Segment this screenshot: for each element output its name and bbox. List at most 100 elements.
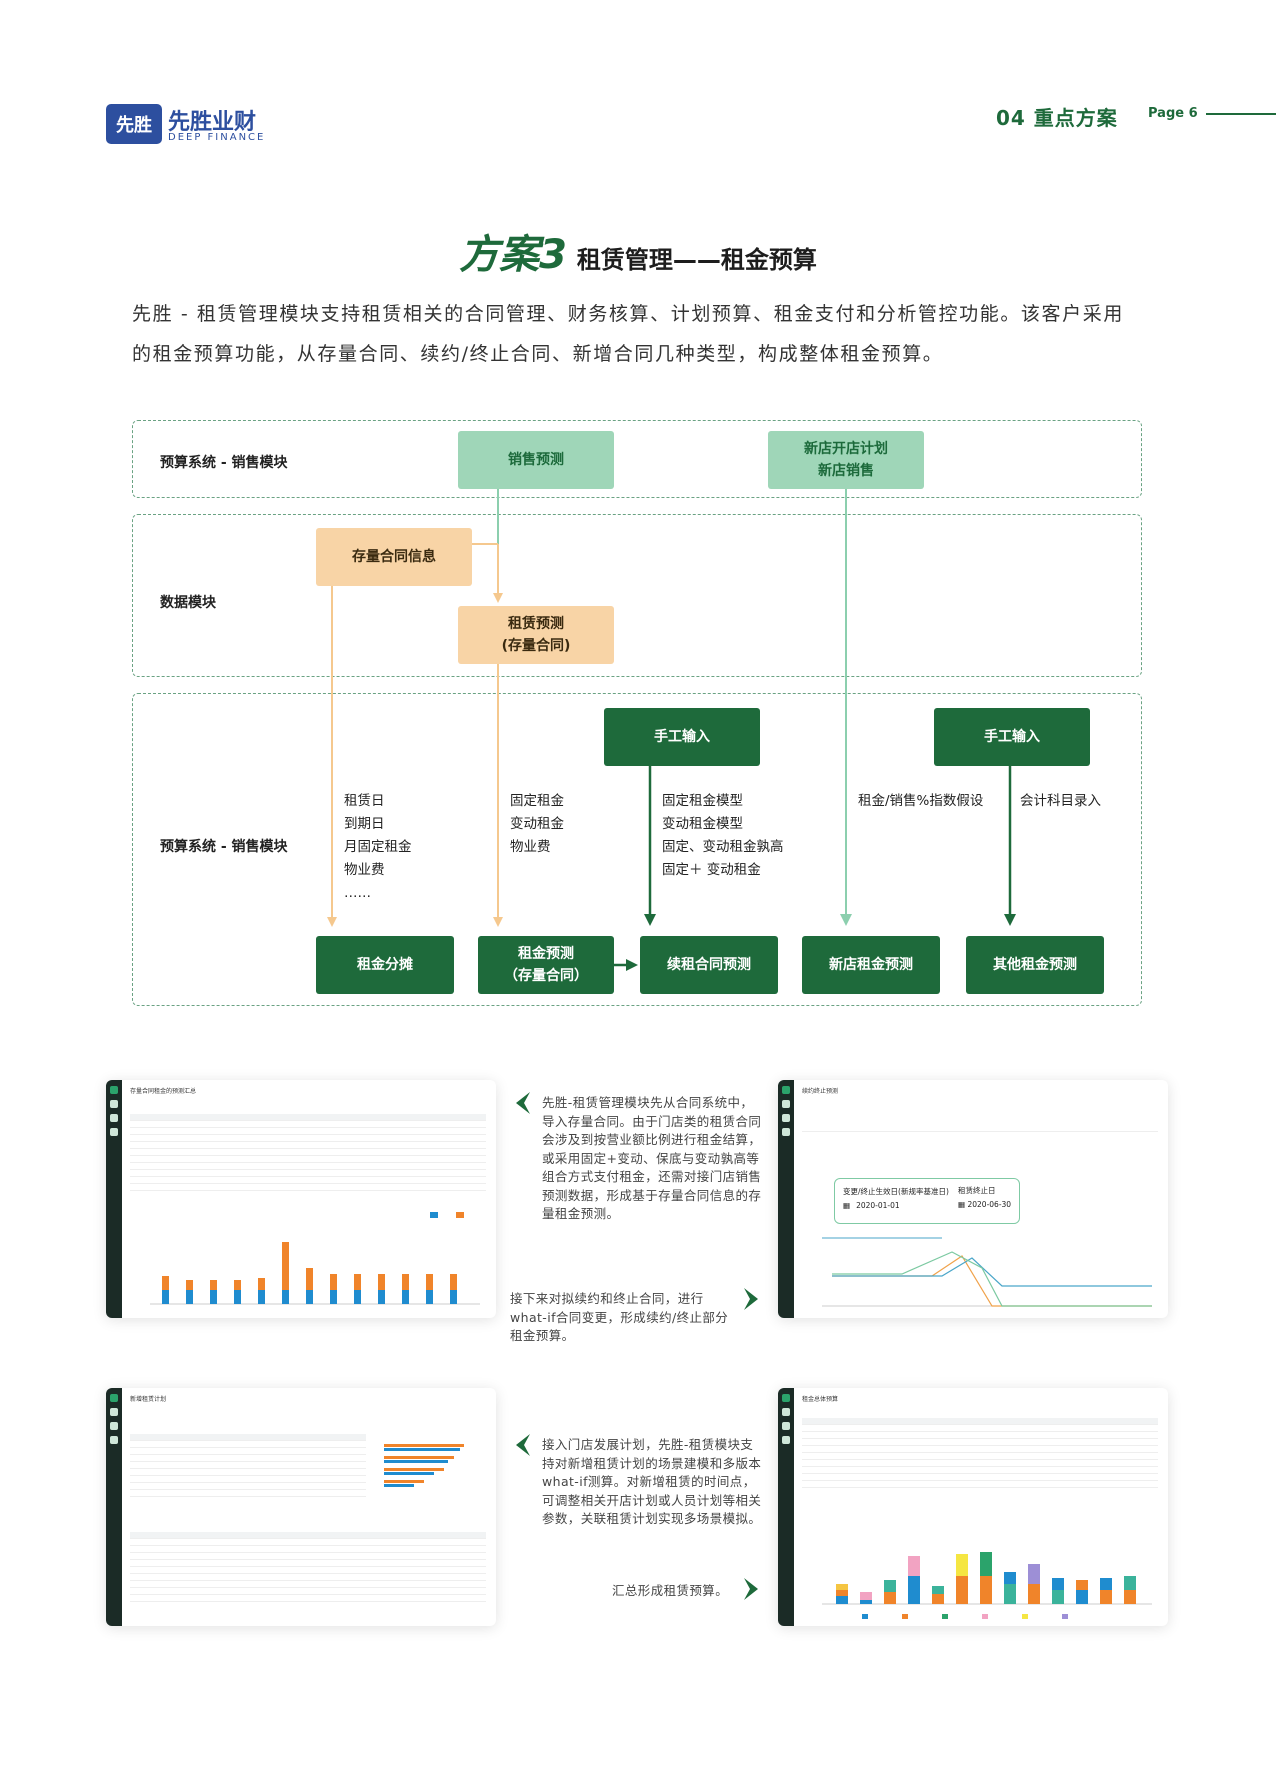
node-manual-input-2: 手工输入	[934, 708, 1090, 766]
screenshot-stacked-chart	[822, 1552, 1152, 1619]
zone-sales	[132, 420, 1142, 498]
node-renewal-forecast: 续租合同预测	[640, 936, 778, 994]
title-scheme: 方案3	[459, 232, 567, 278]
list-item: 固定、变动租金孰高	[662, 839, 784, 855]
title-subject: 租赁管理——租金预算	[576, 246, 817, 274]
end-date-label: 租赁终止日	[958, 1186, 996, 1195]
list-rent-types: 固定租金 变动租金 物业费	[510, 790, 564, 859]
date-change-popup[interactable]: 变更/终止生效日(新规率基准日) ▦ 2020-01-01	[834, 1178, 1020, 1224]
list-existing-fields: 租赁日 到期日 月固定租金 物业费 ……	[344, 790, 412, 905]
chevron-left-icon	[516, 1434, 530, 1456]
node-existing-contract-info: 存量合同信息	[316, 528, 472, 586]
list-item: ……	[344, 885, 371, 901]
page-number: Page 6	[1148, 106, 1198, 121]
end-date-value[interactable]: 2020-06-30	[967, 1200, 1012, 1209]
app-sidebar	[778, 1080, 794, 1318]
chevron-right-icon	[744, 1288, 758, 1310]
header-rule	[1206, 113, 1276, 115]
screenshot-table	[802, 1418, 1158, 1488]
node-other-rent-forecast: 其他租金预测	[966, 936, 1104, 994]
chevron-left-icon	[516, 1092, 530, 1114]
screenshot-table	[130, 1114, 486, 1191]
list-item: 固定租金模型	[662, 793, 743, 809]
popup-labels: 变更/终止生效日(新规率基准日)	[843, 1185, 1011, 1199]
page-title: 方案3 租赁管理——租金预算	[0, 222, 1276, 280]
app-sidebar	[106, 1080, 122, 1318]
screenshot-title: 存量合同租金的预测汇总	[130, 1088, 197, 1095]
node-label: 新店开店计划	[804, 441, 888, 457]
node-label: 续租合同预测	[667, 957, 751, 973]
node-manual-input-1: 手工输入	[604, 708, 760, 766]
list-item: 固定＋ 变动租金	[662, 862, 761, 878]
list-item: 变动租金	[510, 816, 564, 832]
node-label: (存量合同)	[501, 638, 571, 654]
screenshot-detail-table	[130, 1532, 486, 1602]
effective-date-value[interactable]: 2020-01-01	[856, 1201, 900, 1210]
end-date-block: 租赁终止日 ▦ 2020-06-30	[958, 1184, 1011, 1212]
intro-paragraph: 先胜 - 租赁管理模块支持租赁相关的合同管理、财务核算、计划预算、租金支付和分析…	[132, 303, 1124, 365]
list-item: 月固定租金	[344, 839, 412, 855]
stacked-bars	[162, 1242, 457, 1304]
node-label: 其他租金预测	[993, 957, 1077, 973]
list-account-entry: 会计科目录入	[1020, 790, 1101, 813]
callout-existing-contracts: 先胜-租赁管理模块先从合同系统中，导入存量合同。由于门店类的租赁合同会涉及到按营…	[542, 1095, 762, 1221]
screenshot-title: 租金总体预算	[802, 1396, 839, 1403]
node-label: 租金分摊	[357, 957, 413, 973]
node-label: 销售预测	[508, 452, 564, 468]
logo-subtext: DEEP FINANCE	[168, 132, 266, 143]
screenshot-title: 续约终止预测	[802, 1088, 839, 1095]
screenshot-total-rent-budget: 租金总体预算	[778, 1388, 1168, 1626]
zone-data	[132, 514, 1142, 677]
zone-label-data: 数据模块	[160, 595, 216, 611]
list-item: 租赁日	[344, 793, 385, 809]
list-item: 物业费	[510, 839, 551, 855]
node-lease-forecast: 租赁预测 (存量合同)	[458, 606, 614, 664]
screenshot-hbar-chart	[384, 1444, 464, 1487]
list-item: 会计科目录入	[1020, 793, 1101, 809]
screenshot-line-chart	[822, 1237, 1152, 1307]
callout-renewal: 接下来对拟续约和终止合同，进行what-if合同变更，形成续约/终止部分租金预算…	[510, 1291, 729, 1343]
list-item: 变动租金模型	[662, 816, 743, 832]
list-item: 到期日	[344, 816, 385, 832]
diagram-connectors	[327, 488, 1016, 971]
screenshot-new-lease-plan: 新增租赁计划	[106, 1388, 496, 1626]
zone-label-budget: 预算系统 - 销售模块	[160, 839, 288, 855]
chart-legend	[862, 1614, 1068, 1619]
calendar-icon: ▦	[843, 1201, 851, 1210]
node-rent-allocation: 租金分摊	[316, 936, 454, 994]
node-label: 手工输入	[984, 729, 1040, 745]
list-index-assumption: 租金/销售%指数假设	[858, 790, 983, 813]
app-sidebar	[778, 1388, 794, 1626]
calendar-icon: ▦	[958, 1200, 968, 1209]
node-label: 租赁预测	[508, 616, 564, 632]
node-label: 手工输入	[654, 729, 710, 745]
screenshot-renewal-termination: 续约终止预测 变更/终止生效日(新规率基准日) ▦ 2020-01-01 租赁终…	[778, 1080, 1168, 1318]
screenshot-existing-rent-forecast: 存量合同租金的预测汇总	[106, 1080, 496, 1318]
screenshot-title: 新增租赁计划	[130, 1396, 167, 1403]
app-sidebar	[106, 1388, 122, 1626]
stacked-bars	[836, 1552, 1136, 1604]
popup-values: ▦ 2020-01-01	[843, 1199, 1011, 1213]
node-label: 新店租金预测	[829, 957, 913, 973]
effective-date-label: 变更/终止生效日(新规率基准日)	[843, 1187, 949, 1196]
list-item: 固定租金	[510, 793, 564, 809]
node-label: 租金预测	[518, 946, 574, 962]
node-label: 存量合同信息	[352, 549, 436, 565]
zone-label-sales: 预算系统 - 销售模块	[160, 455, 288, 471]
section-label: 04 重点方案	[996, 106, 1118, 130]
node-label: （存量合同）	[504, 968, 588, 984]
node-rent-forecast: 租金预测 （存量合同）	[478, 936, 614, 994]
zone-budget	[132, 693, 1142, 1006]
logo-text: 先胜业财	[168, 110, 257, 135]
screenshot-bar-chart	[150, 1212, 480, 1305]
form-header	[802, 1102, 1158, 1132]
node-label: 新店销售	[818, 463, 874, 479]
node-new-store-plan: 新店开店计划 新店销售	[768, 431, 924, 489]
logo-mark: 先胜	[106, 104, 162, 144]
list-item: 物业费	[344, 862, 385, 878]
list-item: 租金/销售%指数假设	[858, 793, 984, 809]
chevron-right-icon	[744, 1578, 758, 1600]
node-sales-forecast: 销售预测	[458, 431, 614, 489]
list-rent-models: 固定租金模型 变动租金模型 固定、变动租金孰高 固定＋ 变动租金	[662, 790, 784, 882]
node-new-store-rent-forecast: 新店租金预测	[802, 936, 940, 994]
